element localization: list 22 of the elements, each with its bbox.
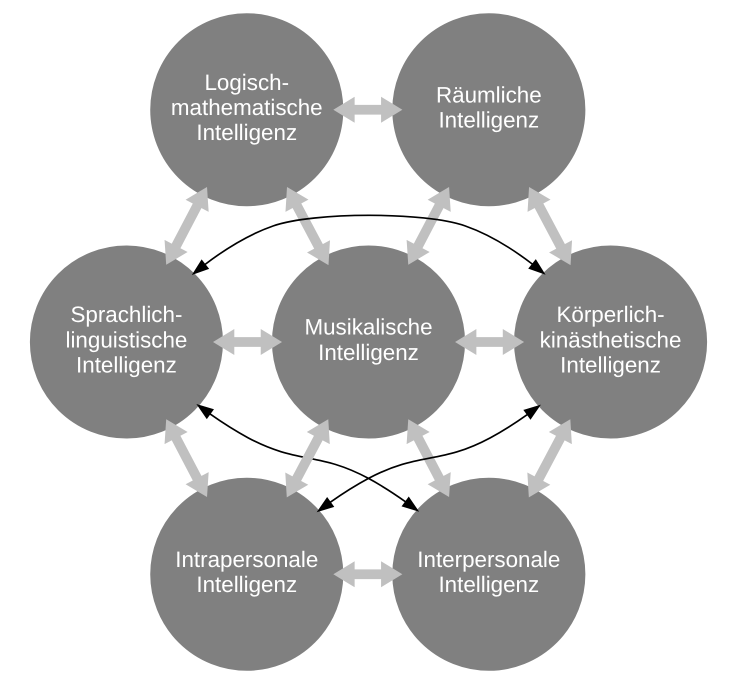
- arrow: [212, 328, 282, 356]
- arrow: [164, 186, 208, 265]
- arrow: [316, 404, 540, 512]
- arrow: [454, 328, 524, 356]
- node-circle: Sprachlich-linguistische Intelligenz: [29, 245, 222, 439]
- arrow: [406, 419, 450, 498]
- node-circle: Logisch-mathematische Intelligenz: [150, 13, 343, 206]
- arrow: [332, 96, 402, 123]
- node-circle: Körperlich-kinästhetische Intelligenz: [514, 245, 707, 439]
- node-circle: Intrapersonale Intelligenz: [150, 478, 343, 671]
- node-circle: Musikalische Intelligenz: [271, 245, 465, 439]
- arrow: [406, 186, 450, 265]
- arrow: [284, 187, 330, 266]
- arrow: [164, 419, 208, 498]
- node-circle: Räumliche Intelligenz: [392, 13, 585, 206]
- arrow: [526, 419, 572, 498]
- arrow: [284, 419, 330, 498]
- arrow: [196, 404, 419, 512]
- arrow: [527, 187, 572, 266]
- node-circle: Interpersonale Intelligenz: [392, 478, 585, 671]
- arrow: [191, 214, 546, 275]
- arrow: [332, 561, 402, 588]
